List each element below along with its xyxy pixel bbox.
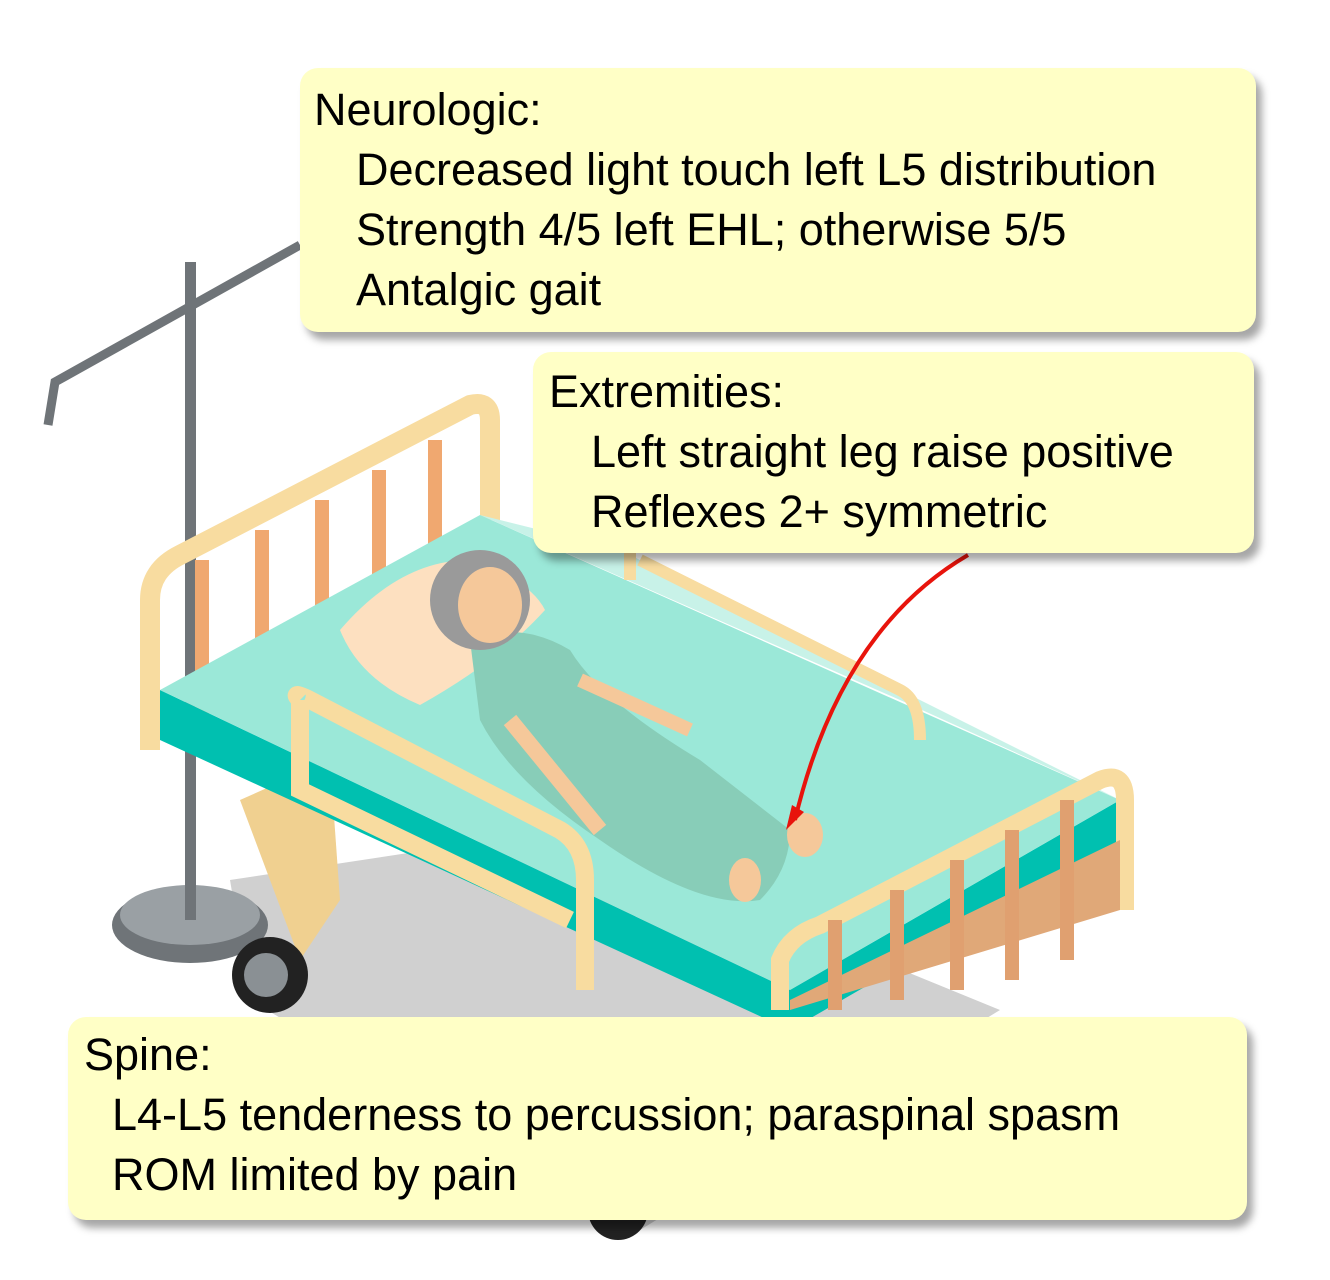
callout-title: Spine: [84, 1029, 212, 1080]
callout-arrow [786, 553, 970, 830]
callout-line: L4-L5 tenderness to percussion; paraspin… [112, 1089, 1121, 1140]
wheel [232, 937, 308, 1013]
mattress-side [160, 690, 1120, 1030]
spine-callout: Spine: L4-L5 tenderness to percussion; p… [68, 1017, 1247, 1220]
iv-pole [43, 241, 303, 963]
side-rail [287, 686, 594, 990]
neurologic-callout: Neurologic: Decreased light touch left L… [300, 68, 1256, 332]
callout-line: ROM limited by pain [112, 1149, 518, 1200]
patient [430, 550, 823, 902]
callout-line: Decreased light touch left L5 distributi… [356, 144, 1157, 195]
callout-title: Extremities: [549, 366, 785, 417]
callout-title: Neurologic: [314, 84, 542, 135]
callout-line: Strength 4/5 left EHL; otherwise 5/5 [356, 204, 1067, 255]
callout-line: Antalgic gait [356, 264, 602, 315]
callout-line: Reflexes 2+ symmetric [591, 486, 1048, 537]
extremities-callout: Extremities: Left straight leg raise pos… [533, 352, 1254, 553]
callout-line: Left straight leg raise positive [591, 426, 1174, 477]
foot-rail [771, 768, 1134, 1010]
